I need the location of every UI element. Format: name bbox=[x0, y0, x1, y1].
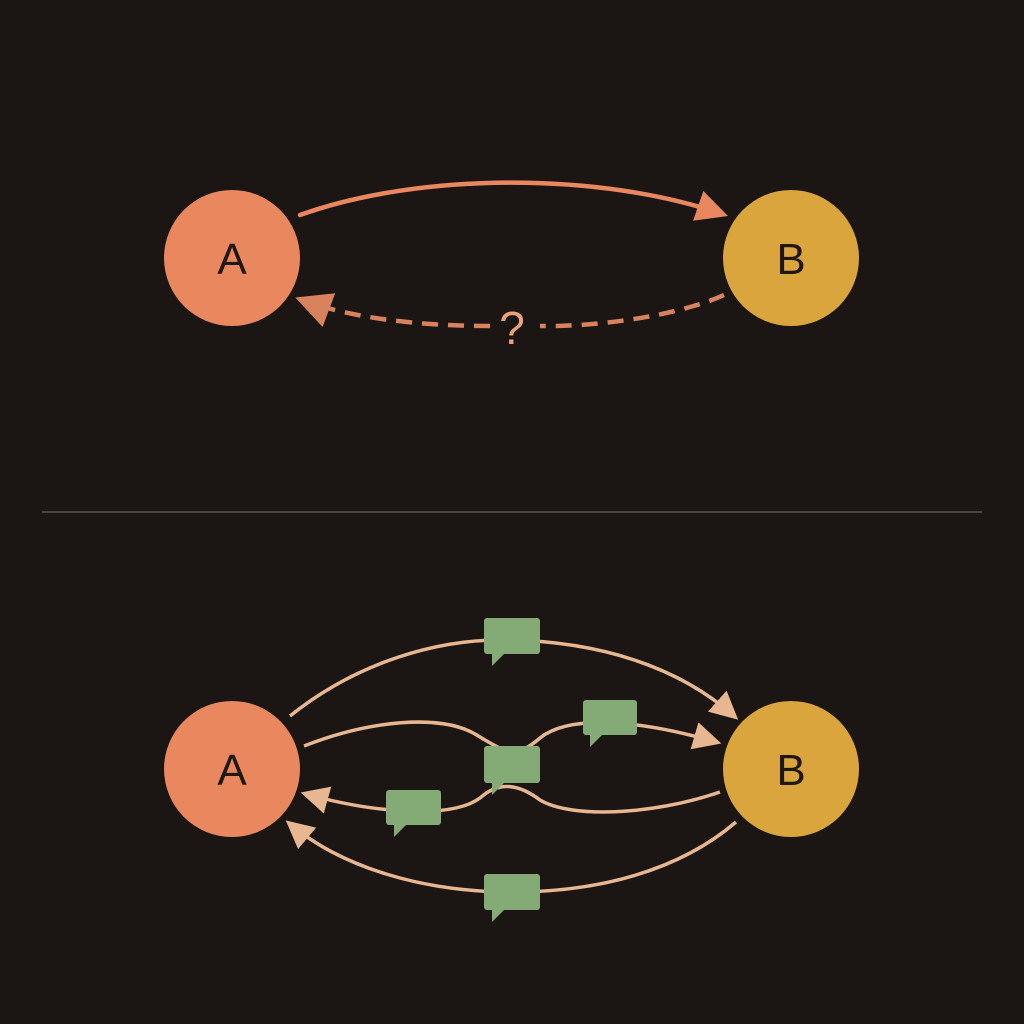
dashed-return-arrow-right-segment bbox=[539, 292, 725, 329]
node-a-circle bbox=[164, 190, 300, 326]
node-b-label: B bbox=[776, 746, 805, 795]
bottom-node-a: A bbox=[164, 701, 300, 837]
node-a-circle bbox=[164, 701, 300, 837]
message-bubble-bottom bbox=[484, 874, 540, 922]
bottom-panel: A B bbox=[164, 618, 859, 922]
message-bubble-lower-left bbox=[386, 790, 441, 837]
top-node-a: A bbox=[164, 190, 300, 326]
node-b-label: B bbox=[776, 235, 805, 284]
inner-arrow-b-to-a bbox=[300, 784, 721, 814]
unknown-reply-label: ? bbox=[499, 302, 525, 354]
message-bubble-top bbox=[484, 618, 540, 666]
forward-arrow bbox=[297, 180, 728, 221]
message-bubble-center bbox=[484, 746, 540, 795]
node-b-circle bbox=[723, 701, 859, 837]
top-node-b: B bbox=[723, 190, 859, 326]
message-bubble-upper-right bbox=[583, 700, 637, 747]
node-a-label: A bbox=[217, 746, 247, 795]
bottom-node-b: B bbox=[723, 701, 859, 837]
node-a-label: A bbox=[217, 235, 247, 284]
top-panel: ? A B bbox=[164, 180, 859, 354]
dashed-return-arrow-left-segment bbox=[295, 293, 491, 329]
node-b-circle bbox=[723, 190, 859, 326]
